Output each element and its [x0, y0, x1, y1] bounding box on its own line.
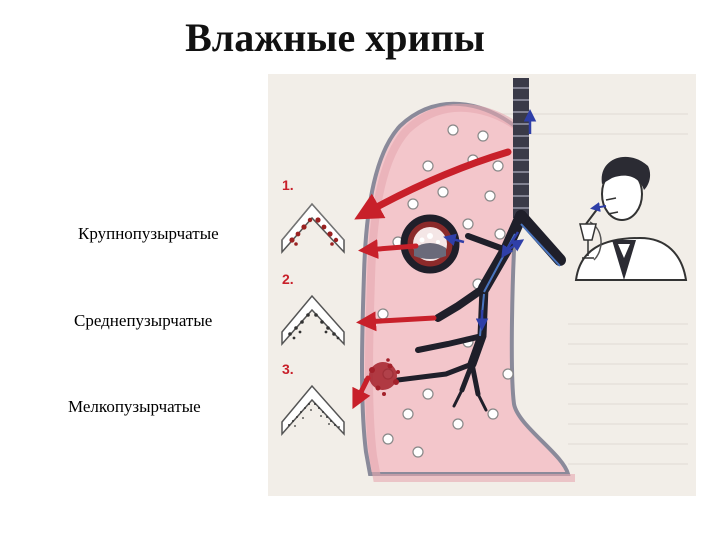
red-arrow-cavity: [354, 148, 512, 220]
doctor-figure: [574, 156, 688, 281]
marker-1: 1.: [282, 177, 294, 193]
label-large-bubble: Крупнопузырчатые: [78, 224, 219, 243]
lung-cavity: [400, 214, 460, 274]
chevron-small: [281, 384, 345, 436]
slide-title: Влажные хрипы: [185, 15, 485, 60]
blue-arrows: [443, 109, 537, 331]
red-arrows: [352, 148, 512, 410]
label-small-bubble: Мелкопузырчатые: [68, 397, 201, 416]
pneumonia-focus: [364, 358, 400, 396]
marker-2: 2.: [282, 271, 294, 287]
rales-illustration: 1. 2. 3.: [268, 74, 696, 496]
lung-diagram: 1. 2. 3.: [268, 74, 696, 496]
label-medium-bubble: Среднепузырчатые: [74, 311, 213, 330]
red-arrow-bronchus: [358, 239, 419, 260]
red-arrow-medium: [356, 311, 437, 332]
chevron-medium: [281, 294, 345, 346]
trachea: [513, 78, 529, 218]
marker-3: 3.: [282, 361, 294, 377]
chevron-large: [281, 202, 345, 254]
red-arrow-small: [352, 375, 371, 410]
